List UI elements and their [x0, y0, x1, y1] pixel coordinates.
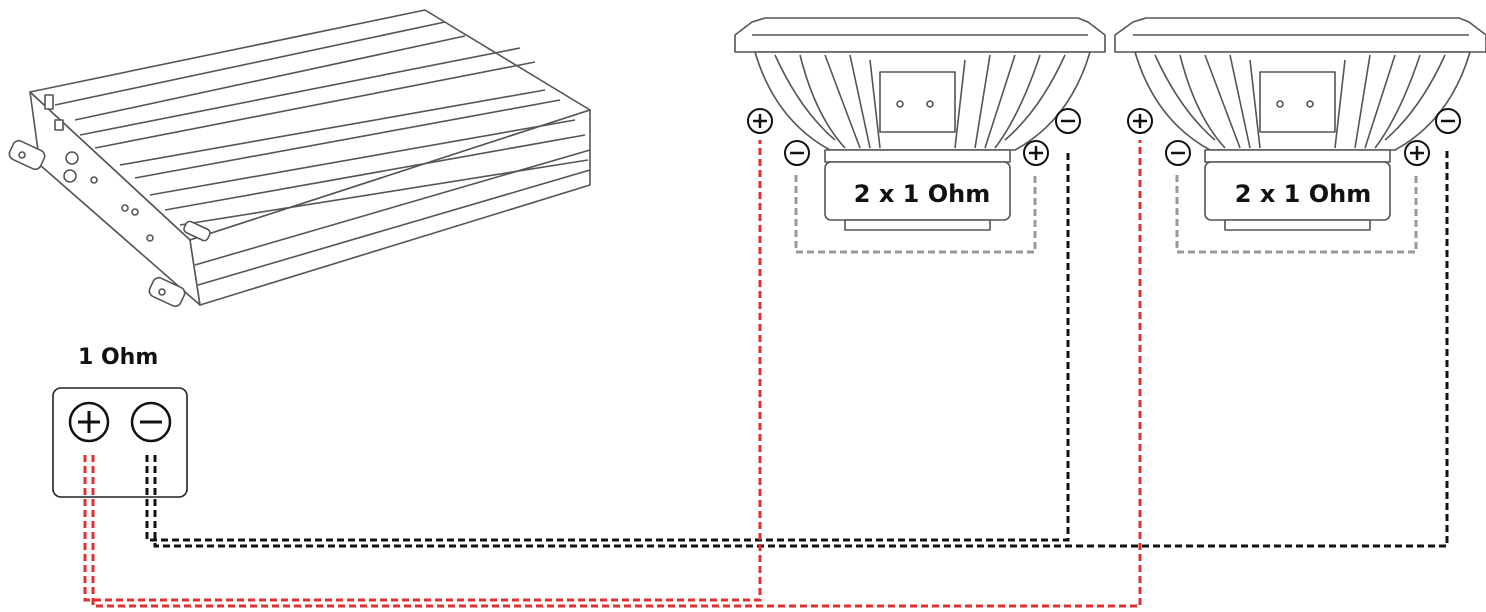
subwoofer-2-coil-label: 2 x 1 Ohm	[1234, 180, 1372, 208]
amp-negative-terminal-icon	[130, 401, 172, 443]
amplifier-impedance-label: 1 Ohm	[78, 345, 159, 370]
positive-wire-to-sub1	[83, 140, 762, 602]
sub1-coil2-positive-icon	[1023, 140, 1049, 166]
subwoofer-1-illustration	[734, 17, 1106, 231]
sub1-coil2-negative-icon	[1055, 108, 1081, 134]
sub2-coil-jumper-wire	[1175, 175, 1418, 254]
sub2-coil2-negative-icon	[1435, 108, 1461, 134]
amplifier-illustration	[8, 9, 591, 308]
sub2-coil2-positive-icon	[1404, 140, 1430, 166]
amp-positive-terminal-icon	[68, 401, 110, 443]
sub1-coil1-positive-icon	[747, 108, 773, 134]
subwoofer-2-illustration	[1114, 17, 1486, 231]
subwoofer-1-coil-label: 2 x 1 Ohm	[853, 180, 991, 208]
sub2-coil1-positive-icon	[1127, 108, 1153, 134]
negative-wire-to-sub1	[145, 150, 1070, 542]
positive-wire-to-sub2	[91, 140, 1142, 608]
sub1-coil1-negative-icon	[784, 140, 810, 166]
sub1-coil-jumper-wire	[794, 175, 1037, 254]
negative-wire-to-sub2	[153, 150, 1449, 548]
sub2-coil1-negative-icon	[1165, 140, 1191, 166]
amplifier-terminal-block	[52, 387, 188, 498]
